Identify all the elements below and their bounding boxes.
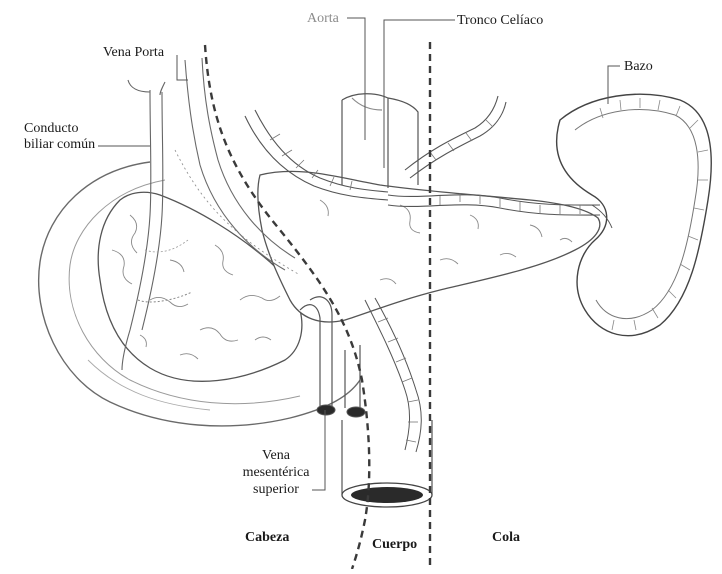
label-aorta: Aorta [307, 10, 339, 27]
gastric-artery [405, 96, 506, 178]
label-conducto-line2: biliar común [24, 136, 95, 153]
label-vena-line1: Vena [236, 447, 316, 464]
label-cuerpo: Cuerpo [372, 536, 417, 553]
label-vena-porta: Vena Porta [103, 44, 164, 61]
label-cabeza: Cabeza [245, 529, 289, 546]
vessel-lumen-right [347, 407, 365, 417]
label-conducto-line1: Conducto [24, 120, 78, 137]
label-bazo: Bazo [624, 58, 653, 75]
colic-vessels [365, 298, 421, 452]
aorta [342, 94, 418, 188]
label-tronco-celiaco: Tronco Celíaco [457, 12, 543, 29]
label-vena-line3: superior [236, 481, 316, 498]
label-vena-line2: mesentérica [236, 464, 316, 481]
label-cola: Cola [492, 529, 520, 546]
vessel-lumen-left [317, 405, 335, 415]
